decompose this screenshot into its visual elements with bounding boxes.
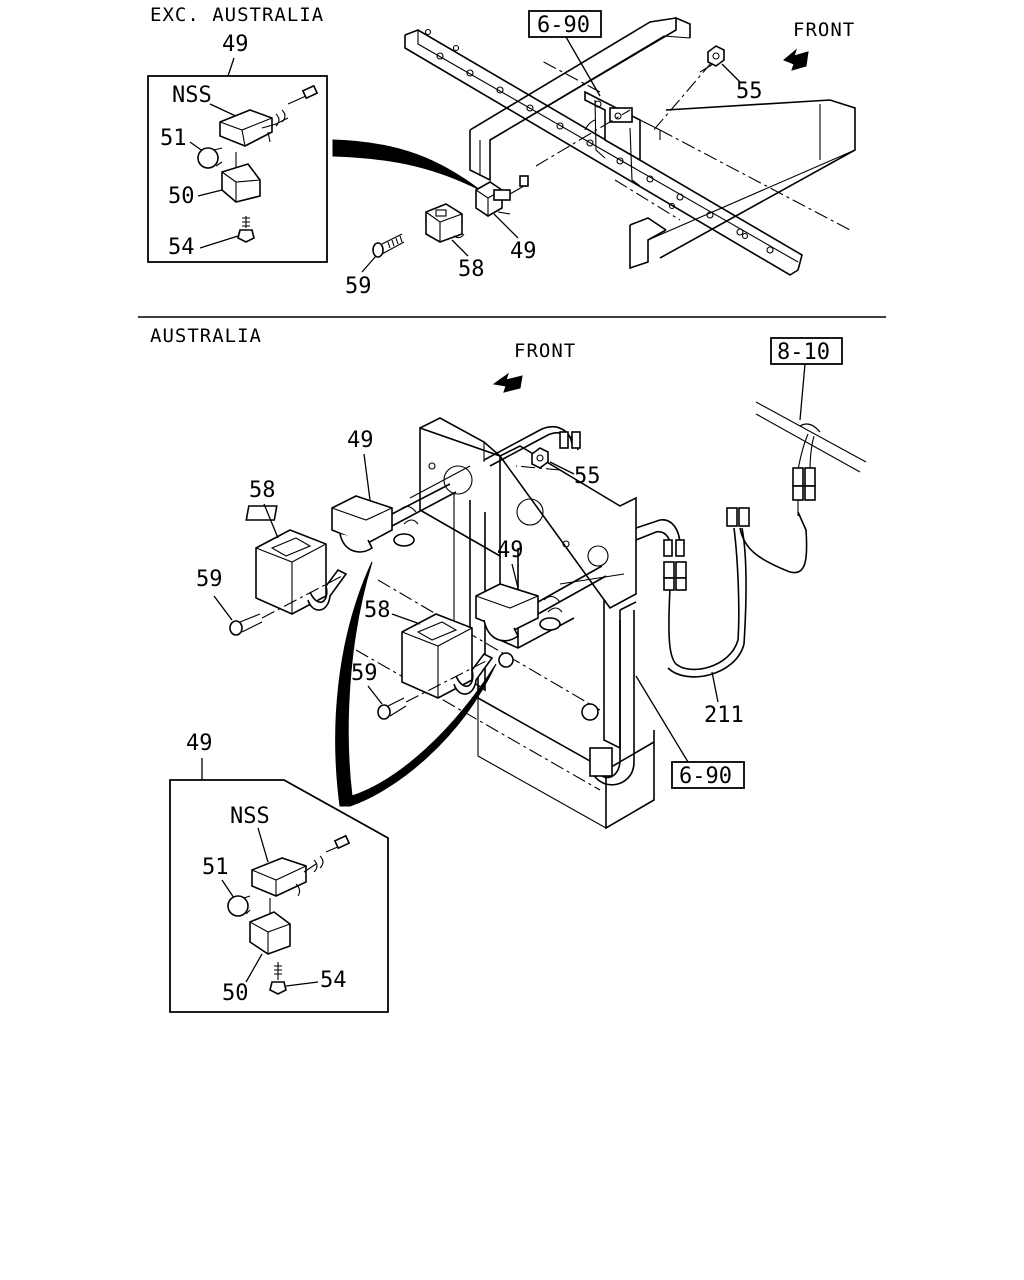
section-australia: AUSTRALIA FRONT 8-10 — [150, 325, 867, 1013]
bottom-nut — [531, 447, 549, 469]
harness-211 — [663, 507, 808, 678]
callout-58-top: 58 — [458, 257, 485, 282]
bottom-inset-screw — [269, 962, 287, 995]
callout-55-top: 55 — [736, 79, 763, 104]
top-zoom-pointer — [332, 139, 481, 191]
callout-49-bottom-left: 49 — [347, 428, 374, 453]
top-inset-box: 49 NSS 51 — [147, 32, 328, 263]
callout-58-bottom-left: 58 — [249, 478, 276, 503]
bottom-inset-cover — [249, 911, 291, 955]
main-harness — [755, 401, 867, 516]
bottom-zoom-pointer — [335, 561, 497, 807]
section-title-australia: AUSTRALIA — [150, 325, 262, 347]
right-lamp-assembly — [475, 565, 625, 642]
bottom-inset-bulb — [227, 895, 251, 917]
ref-6-90-bottom: 6-90 — [679, 764, 732, 789]
callout-55-bottom: 55 — [574, 464, 601, 489]
top-inset-screw — [237, 216, 255, 243]
section-exc-australia: EXC. AUSTRALIA 49 NSS 51 — [147, 4, 856, 299]
left-bolt — [229, 575, 343, 636]
top-inset-lamp-unit — [219, 84, 319, 147]
top-inset-cover — [221, 163, 261, 203]
callout-49-bottom-inset: 49 — [186, 731, 213, 756]
top-nut — [707, 45, 725, 67]
callout-51-top: 51 — [160, 126, 187, 151]
left-housing — [255, 529, 348, 615]
callout-54-top: 54 — [168, 235, 195, 260]
front-label-top: FRONT — [793, 19, 855, 41]
callout-49-bottom-right: 49 — [497, 538, 524, 563]
ref-box-8-10: 8-10 — [770, 337, 843, 421]
ref-box-6-90-top: 6-90 — [528, 10, 602, 97]
top-housing — [425, 203, 465, 243]
callout-59-bottom-right: 59 — [351, 661, 378, 686]
callout-49-top-inset: 49 — [222, 32, 249, 57]
bottom-inset-box: 49 NSS 51 — [169, 731, 389, 1013]
callout-211: 211 — [704, 703, 744, 728]
callout-51-bottom: 51 — [202, 855, 229, 880]
front-arrow-top — [783, 48, 809, 71]
rail-holes — [424, 28, 774, 254]
callout-nss-top: NSS — [172, 83, 212, 108]
callout-54-bottom: 54 — [320, 968, 347, 993]
top-lamp-assembly — [475, 175, 529, 217]
ref-8-10: 8-10 — [777, 340, 830, 365]
ref-6-90-top: 6-90 — [537, 13, 590, 38]
ref-box-6-90-bottom: 6-90 — [635, 675, 745, 789]
callout-58-bottom-right: 58 — [364, 598, 391, 623]
front-label-bottom: FRONT — [514, 340, 576, 362]
callout-59-bottom-left: 59 — [196, 567, 223, 592]
bottom-inset-lamp-unit — [251, 834, 351, 897]
top-bolt — [372, 233, 405, 258]
callout-49-top: 49 — [510, 239, 537, 264]
left-lamp-assembly — [245, 465, 471, 553]
inset-frame — [147, 75, 328, 263]
top-bracket — [584, 90, 661, 187]
section-title-exc-australia: EXC. AUSTRALIA — [150, 4, 324, 26]
front-arrow-bottom — [492, 372, 523, 393]
callout-50-bottom: 50 — [222, 981, 249, 1006]
callout-50-top: 50 — [168, 184, 195, 209]
right-bolt — [377, 659, 489, 720]
top-inset-bulb — [197, 147, 223, 169]
callout-59-top: 59 — [345, 274, 372, 299]
callout-nss-bottom: NSS — [230, 804, 270, 829]
top-chassis-frame — [404, 16, 856, 276]
